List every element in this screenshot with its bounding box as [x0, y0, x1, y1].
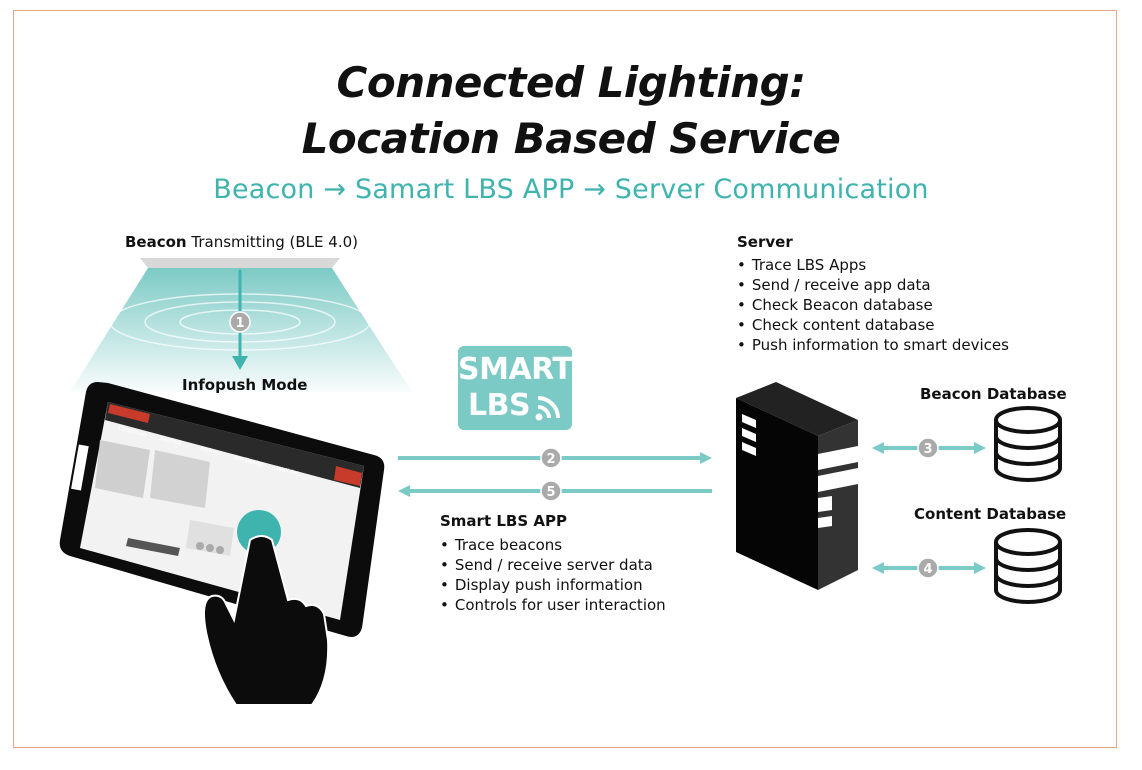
app-list-item: Controls for user interaction [440, 595, 666, 615]
smart-lbs-logo: SMART LBS [458, 346, 573, 430]
step-3-badge: 3 [917, 437, 939, 459]
svg-text:5: 5 [546, 485, 555, 500]
server-list-item: Trace LBS Apps [737, 255, 1009, 275]
beacon-label-bold: Beacon [125, 233, 187, 251]
title-line-2: Location Based Service [301, 114, 841, 163]
svg-text:4: 4 [923, 562, 932, 577]
beacon-database-label: Beacon Database [920, 385, 1067, 403]
server-list: Trace LBS Apps Send / receive app data C… [737, 255, 1009, 355]
server-icon [736, 382, 858, 590]
server-list-item: Push information to smart devices [737, 335, 1009, 355]
svg-text:1: 1 [235, 316, 244, 331]
logo-line-2: LBS [468, 388, 531, 423]
step-5-badge: 5 [540, 480, 562, 502]
tablet-icon [59, 382, 385, 637]
wifi-icon [535, 396, 560, 421]
app-list: Trace beacons Send / receive server data… [440, 535, 666, 615]
app-heading: Smart LBS APP [440, 512, 567, 530]
server-list-item: Check content database [737, 315, 1009, 335]
step-4-badge: 4 [917, 557, 939, 579]
beacon-label-rest: Transmitting (BLE 4.0) [191, 233, 358, 251]
app-list-item: Display push information [440, 575, 666, 595]
outer-frame [13, 10, 1117, 748]
title-line-1: Connected Lighting: [336, 58, 806, 107]
step-1-badge: 1 [229, 311, 251, 333]
server-heading: Server [737, 233, 793, 251]
svg-text:2: 2 [546, 452, 555, 467]
hand-icon [203, 535, 330, 706]
svg-text:3: 3 [923, 442, 932, 457]
tablet-menu-item: Atrium [200, 445, 221, 457]
step-2-badge: 2 [540, 447, 562, 469]
server-list-item: Check Beacon database [737, 295, 1009, 315]
app-list-item: Trace beacons [440, 535, 666, 555]
content-database-icon [994, 528, 1062, 604]
beacon-label: Beacon Transmitting (BLE 4.0) [125, 233, 358, 251]
logo-line-1: SMART [458, 352, 573, 387]
infopush-mode-label: Infopush Mode [182, 376, 308, 394]
beacon-database-icon [994, 406, 1062, 482]
subtitle: Beacon → Samart LBS APP → Server Communi… [213, 174, 929, 205]
content-database-label: Content Database [914, 505, 1067, 523]
server-list-item: Send / receive app data [737, 275, 1009, 295]
app-list-item: Send / receive server data [440, 555, 666, 575]
